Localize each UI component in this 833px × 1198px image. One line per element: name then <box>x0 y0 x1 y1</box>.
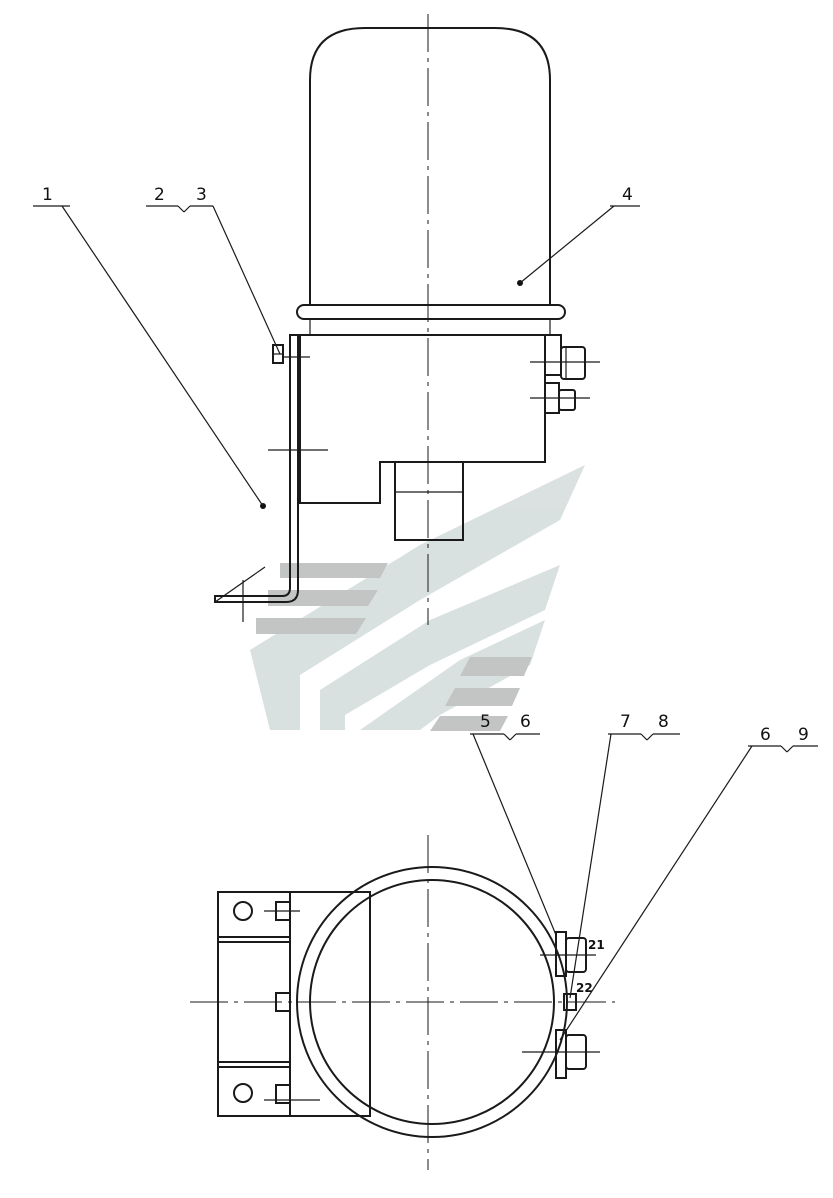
label-9: 9 <box>798 725 809 745</box>
bolt-hole-bottom <box>233 1083 253 1103</box>
outlet-block <box>394 461 464 541</box>
label-8: 8 <box>658 712 669 732</box>
canister-outer-circle <box>296 866 568 1138</box>
fitting-nut-upper <box>544 334 562 376</box>
plan-bracket-plate <box>217 891 291 1117</box>
front-elevation-view <box>214 14 600 625</box>
plan-view <box>190 835 615 1170</box>
label-7: 7 <box>620 712 631 732</box>
canister-body <box>309 27 551 305</box>
label-2: 2 <box>154 185 165 205</box>
fitting-lower <box>558 389 576 411</box>
fitting-upper <box>560 346 586 380</box>
label-22: 22 <box>576 981 593 995</box>
label-5: 5 <box>480 712 491 732</box>
bolt-hole-top <box>233 901 253 921</box>
item-labels: 1 2 3 4 5 6 7 8 6 9 21 22 <box>42 185 809 995</box>
canister-collar <box>296 304 566 320</box>
leader-lines <box>33 205 818 1041</box>
canister-inner-circle <box>309 879 555 1125</box>
watermark-logo <box>250 465 585 731</box>
label-21: 21 <box>588 938 605 952</box>
label-6b: 6 <box>760 725 771 745</box>
label-3: 3 <box>196 185 207 205</box>
label-4: 4 <box>622 185 633 205</box>
valve-body <box>299 334 546 504</box>
mounting-bracket <box>214 334 299 603</box>
label-1: 1 <box>42 185 53 205</box>
plan-bolt-bottom <box>275 1084 291 1104</box>
plan-fitting-22 <box>563 993 577 1011</box>
label-6a: 6 <box>520 712 531 732</box>
plan-bolt-mid <box>275 992 291 1012</box>
